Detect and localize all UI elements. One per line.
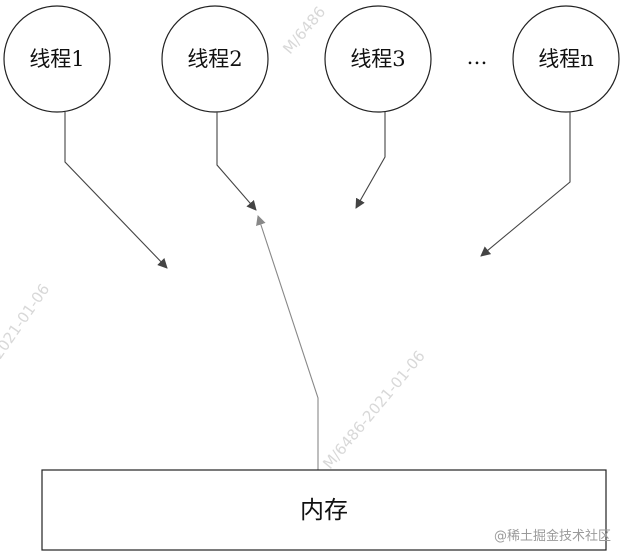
thread-node-2: 线程2 [161,5,269,113]
thread-node-1: 线程1 [3,5,111,113]
watermark: 2021-01-06 [0,281,53,363]
memory-label: 内存 [300,496,348,524]
arrow-thread3 [355,112,386,209]
thread-circle [324,5,432,113]
thread-label: 线程1 [29,47,84,71]
watermark: M/6486-2021-01-06 [319,347,428,473]
memory-box: 内存 [41,469,607,551]
arrow-memory [256,215,319,470]
thread-circle [3,5,111,113]
arrow-thread1 [64,112,168,269]
thread-node-n: 线程n [512,5,620,113]
credit-text: @稀土掘金技术社区 [494,528,611,544]
thread-circle [161,5,269,113]
thread-label: 线程2 [187,47,242,71]
memory-rect [41,469,607,551]
ellipsis: … [467,45,488,69]
thread-circle [512,5,620,113]
thread-node-3: 线程3 [324,5,432,113]
thread-label: 线程n [538,47,594,71]
arrow-threadn [480,112,571,257]
arrow-thread2 [216,112,257,211]
watermark: M/6486 [279,3,329,58]
thread-label: 线程3 [350,47,405,71]
